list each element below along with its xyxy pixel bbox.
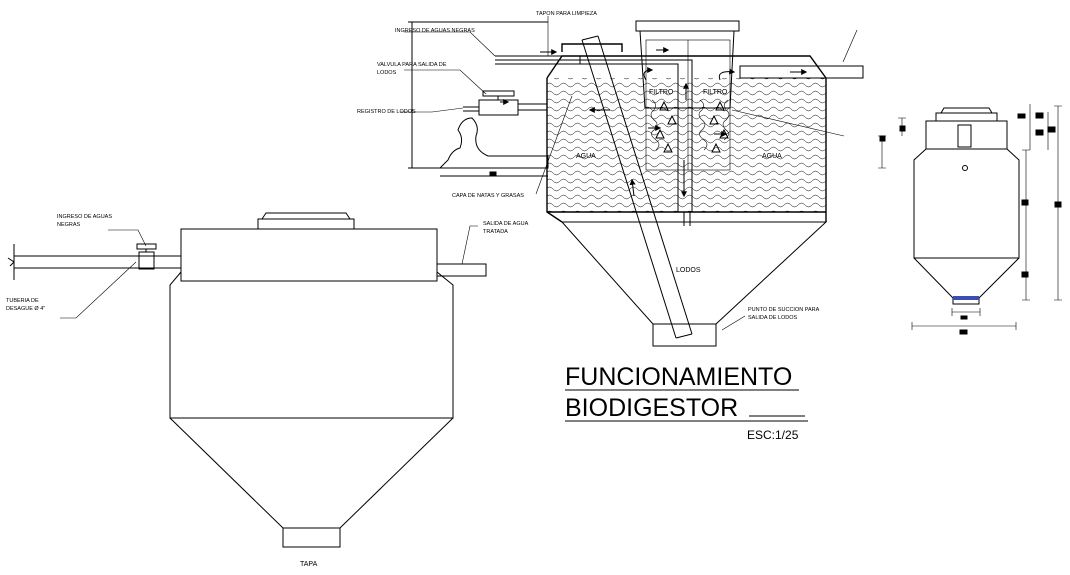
label-filtro-left: FILTRO [649, 89, 674, 96]
label-tuberia: TUBERIA DE [6, 298, 39, 304]
label-lodos: LODOS [676, 267, 701, 274]
inlet-valve [138, 251, 155, 270]
elevation-view [7, 212, 487, 548]
tank-neck [180, 228, 438, 282]
label-tapa: TAPA [300, 561, 318, 568]
title-line-2: BIODIGESTOR [565, 394, 738, 422]
section-view [400, 16, 864, 347]
label-filtro-right: FILTRO [703, 89, 728, 96]
tank-bottom-outlet [282, 527, 341, 548]
outlet-pipe [436, 263, 487, 277]
label-salida-agua-2: TRATADA [483, 229, 508, 235]
label-natas: CAPA DE NATAS Y GRASAS [452, 193, 524, 199]
label-succion-2: SALIDA DE LODOS [748, 315, 798, 321]
label-salida-agua: SALIDA DE AGUA [483, 221, 529, 227]
label-ingreso-aguas: INGRESO DE AGUAS [57, 214, 112, 220]
label-registro: REGISTRO DE LODOS [357, 109, 416, 115]
label-agua-left: AGUA [576, 153, 596, 160]
label-tuberia-2: DESAGUE Ø 4" [6, 306, 45, 312]
title-line-1: FUNCIONAMIENTO [565, 363, 792, 391]
scale-text: ESC:1/25 [747, 428, 799, 442]
sludge-outlet [652, 323, 717, 347]
inlet-pipe [14, 255, 181, 269]
title-block: FUNCIONAMIENTO BIODIGESTOR ESC:1/25 [565, 363, 808, 442]
label-succion: PUNTO DE SUCCION PARA [748, 307, 820, 313]
registry-sludge [438, 117, 549, 169]
dimension-view [878, 104, 1062, 335]
water-zone [547, 78, 826, 212]
cleaning-pipe [581, 35, 693, 339]
tank-cone [169, 417, 454, 529]
sludge-valve [478, 99, 519, 116]
label-ingreso-aguas-2: NEGRAS [57, 222, 81, 228]
label-tapon: TAPON PARA LIMPIEZA [536, 11, 597, 17]
tank-lid [257, 218, 355, 230]
tank-body [169, 271, 454, 419]
label-agua-right: AGUA [762, 153, 782, 160]
label-valvula: VALVULA PARA SALIDA DE [377, 62, 447, 68]
outlet-band [953, 296, 979, 300]
label-ingreso-top: INGRESO DE AGUAS NEGRAS [395, 28, 475, 34]
section-outlet-pipe [739, 65, 864, 79]
section-lid [635, 20, 740, 32]
label-valvula-2: LODOS [377, 70, 397, 76]
